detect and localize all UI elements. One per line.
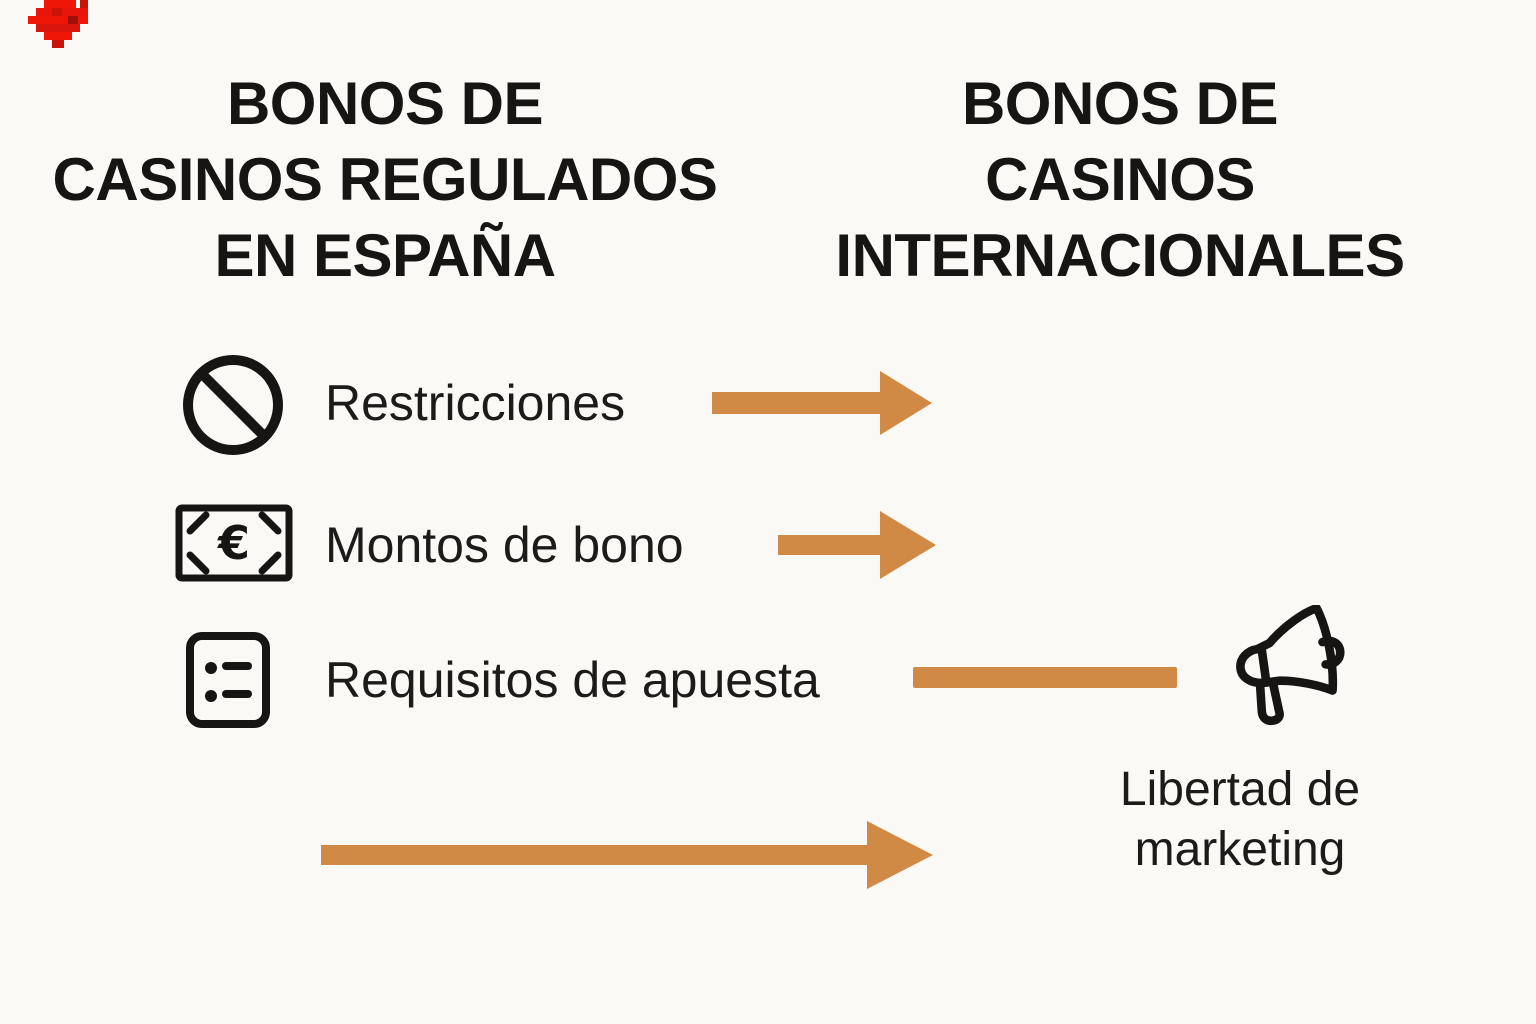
left-title-line-2: CASINOS REGULADOS [52, 146, 718, 213]
right-column-title: BONOS DE CASINOS INTERNACIONALES [795, 66, 1445, 294]
prohibited-icon [183, 355, 283, 455]
left-title-line-3: EN ESPAÑA [214, 222, 556, 289]
arrow-right-long-bottom [321, 821, 933, 889]
arrow-right-montos [778, 511, 936, 579]
svg-text:€: € [217, 516, 250, 570]
row-label-montos: Montos de bono [325, 517, 684, 573]
euro-banknote-icon: € [175, 504, 293, 582]
right-title-line-2: CASINOS [985, 146, 1255, 213]
row-label-requisitos: Requisitos de apuesta [325, 652, 820, 708]
caption-libertad-marketing: Libertad de marketing [1080, 760, 1400, 880]
right-title-line-3: INTERNACIONALES [835, 222, 1405, 289]
left-column-title: BONOS DE CASINOS REGULADOS EN ESPAÑA [30, 66, 740, 294]
wagering-list-icon [186, 632, 270, 728]
left-title-line-1: BONOS DE [226, 70, 544, 137]
right-title-line-1: BONOS DE [961, 70, 1279, 137]
row-label-restricciones: Restricciones [325, 375, 626, 431]
caption-line-2: marketing [1134, 823, 1346, 876]
megaphone-icon [1236, 605, 1345, 726]
caption-line-1: Libertad de [1119, 763, 1361, 816]
arrow-right-restricciones [712, 371, 932, 435]
arrow-bar-requisitos [913, 667, 1177, 688]
red-paint-splatter [28, 0, 88, 48]
